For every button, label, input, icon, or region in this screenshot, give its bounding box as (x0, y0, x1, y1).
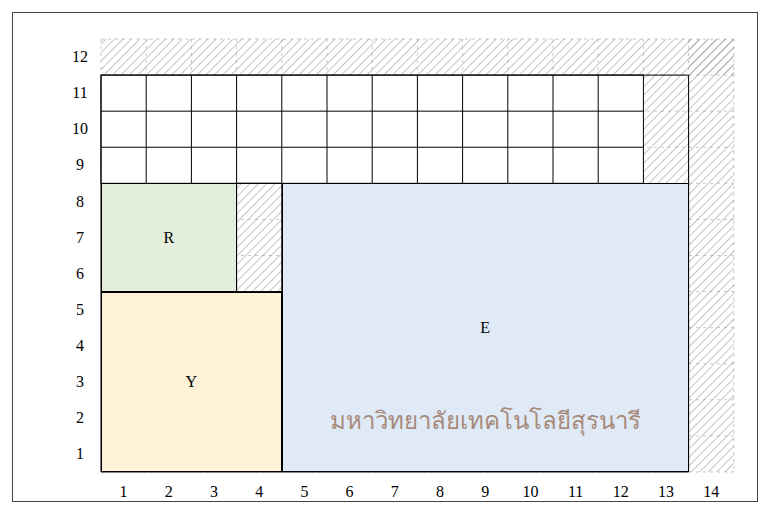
row-number: 3 (76, 373, 84, 391)
row-number: 10 (72, 120, 88, 138)
row-number: 1 (76, 445, 84, 463)
row-number: 8 (76, 193, 84, 211)
grid-tick (101, 147, 734, 148)
cell-grid (101, 75, 643, 183)
row-number: 11 (72, 84, 87, 102)
zone-label: Y (186, 373, 198, 391)
cell-line (327, 75, 328, 183)
cell-line (417, 75, 418, 183)
zone-label: R (163, 229, 174, 247)
column-number: 5 (300, 483, 308, 501)
cell-line (462, 75, 463, 183)
grid-tick (101, 111, 734, 112)
column-number: 8 (436, 483, 444, 501)
watermark: มหาวิทยาลัยเทคโนโลยีสุรนารี (330, 401, 641, 440)
cell-line (598, 75, 599, 183)
hatched-area (643, 75, 688, 183)
cell-line (507, 75, 508, 183)
row-number: 4 (76, 337, 84, 355)
column-number: 4 (255, 483, 263, 501)
cell-line (101, 147, 643, 148)
row-number: 6 (76, 265, 84, 283)
usable-boundary (101, 75, 689, 472)
cell-line (281, 75, 282, 183)
column-number: 7 (391, 483, 399, 501)
column-number: 14 (703, 483, 719, 501)
row-number: 7 (76, 229, 84, 247)
zone-label: E (480, 319, 490, 337)
cell-line (553, 75, 554, 183)
cell-line (236, 75, 237, 183)
column-number: 11 (568, 483, 583, 501)
column-number: 12 (613, 483, 629, 501)
column-number: 10 (522, 483, 538, 501)
cell-line (372, 75, 373, 183)
row-number: 2 (76, 409, 84, 427)
outer-frame (13, 13, 758, 502)
column-number: 1 (120, 483, 128, 501)
cell-line (101, 111, 643, 112)
hatched-area (101, 39, 734, 75)
column-number: 9 (481, 483, 489, 501)
row-number: 5 (76, 301, 84, 319)
zone-y: Y (101, 292, 282, 472)
cell-line (191, 75, 192, 183)
cell-outline (237, 183, 282, 291)
cell-line (146, 75, 147, 183)
zone-r: R (101, 183, 237, 291)
hatched-area (689, 39, 734, 472)
hatched-area (237, 183, 282, 291)
column-number: 2 (165, 483, 173, 501)
row-number: 12 (72, 48, 88, 66)
column-number: 6 (346, 483, 354, 501)
column-number: 3 (210, 483, 218, 501)
column-number: 13 (658, 483, 674, 501)
row-number: 9 (76, 156, 84, 174)
